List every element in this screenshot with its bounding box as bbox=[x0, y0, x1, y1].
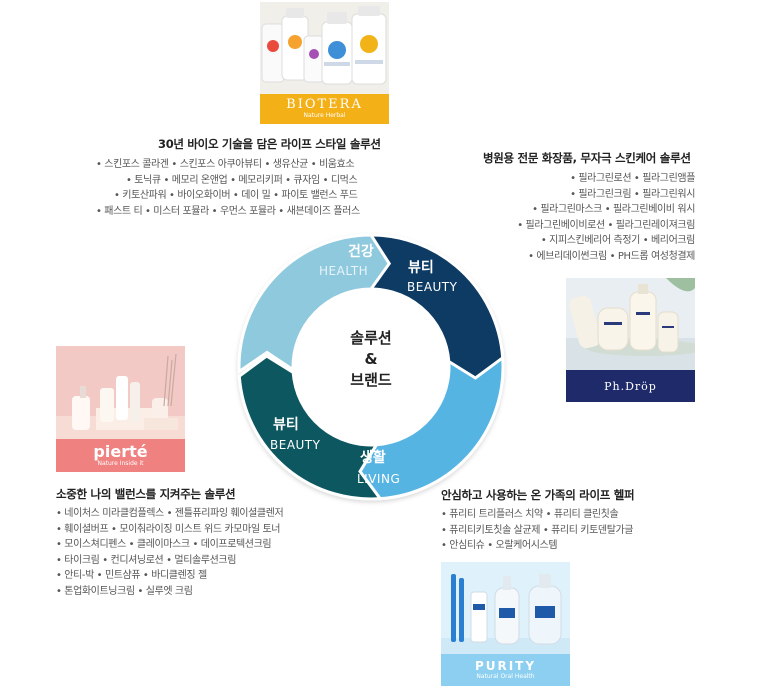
list-item: • 퓨리티키토칫솔 살균제 • 퓨리티 키토덴탈가글 bbox=[441, 524, 634, 536]
purity-heading: 안심하고 사용하는 온 가족의 라이프 헬퍼 bbox=[441, 488, 635, 502]
oral-care-products-illustration bbox=[441, 562, 570, 654]
list-item: • 필라그린베이비로션 • 필라그린레이져크림 bbox=[517, 219, 695, 231]
phdrop-heading: 병원용 전문 화장품, 무자극 스킨케어 솔루션 bbox=[483, 151, 691, 165]
pierte-brand-subtitle: Nature Inside it bbox=[97, 460, 144, 467]
biotera-brand-name: BIOTERA bbox=[286, 97, 363, 112]
list-item: • 필라그린크림 • 필라그린워시 bbox=[570, 188, 695, 200]
segment-beauty-bottom-label-en: BEAUTY bbox=[270, 438, 321, 452]
list-item: • 안티-박 • 민트샴퓨 • 바디클렌징 젤 bbox=[56, 570, 207, 581]
solution-brand-ring-diagram: 건강 HEALTH 뷰티 BEAUTY 생활 LIVING 뷰티 BEAUTY bbox=[237, 233, 505, 501]
list-item: • 퓨리티 트리플러스 치약 • 퓨리티 클린칫솔 bbox=[441, 509, 619, 520]
list-item: • 모이스쳐디펜스 • 클레이마스크 • 데이프로텍션크림 bbox=[56, 539, 272, 550]
list-item: • 훼이셜버프 • 모이춰라이징 미스트 위드 카모마일 토너 bbox=[56, 523, 281, 535]
phdrop-item-list: • 필라그린로션 • 필라그린앰플 • 필라그린크림 • 필라그린워시 • 필라… bbox=[517, 171, 695, 264]
phdrop-product-image bbox=[566, 278, 695, 370]
segment-health-label-en: HEALTH bbox=[319, 264, 368, 278]
phdrop-brand-bar: Ph.Dröp bbox=[566, 370, 695, 402]
segment-beauty-bottom-label-ko: 뷰티 bbox=[273, 417, 299, 433]
health-heading: 30년 바이오 기술을 담은 라이프 스타일 솔루션 bbox=[158, 137, 381, 151]
list-item: • 키토산파워 • 바이오화이버 • 데이 밀 • 파이토 밸런스 푸드 bbox=[114, 190, 358, 201]
pierte-product-image bbox=[56, 346, 185, 439]
center-title-line3: 브랜드 bbox=[350, 371, 392, 389]
segment-beauty-top-label-en: BEAUTY bbox=[407, 280, 458, 294]
ring-center-disc bbox=[293, 289, 449, 445]
supplement-bottles-illustration bbox=[260, 2, 389, 94]
pierte-brand-name: pierté bbox=[93, 442, 148, 461]
list-item: • 토닉큐 • 메모리 온앤업 • 메모리키퍼 • 큐자임 • 디먹스 bbox=[126, 174, 358, 186]
center-title-line1: 솔루션 bbox=[350, 329, 392, 347]
purity-brand-name: PURITY bbox=[474, 659, 537, 673]
list-item: • 지피스킨베리어 측정기 • 베리어크림 bbox=[540, 235, 696, 246]
skincare-products-illustration bbox=[56, 346, 185, 439]
biotera-brand-bar: BIOTERA Nature Herbal bbox=[260, 94, 389, 124]
health-item-list: • 스킨포스 콜라겐 • 스킨포스 아쿠아뷰티 • 생유산균 • 비움효소 • … bbox=[96, 157, 360, 219]
list-item: • 톤업화이트닝크림 • 실루엣 크림 bbox=[56, 585, 193, 597]
segment-living-label-ko: 생활 bbox=[360, 449, 386, 466]
purity-item-list: • 퓨리티 트리플러스 치약 • 퓨리티 클린칫솔 • 퓨리티키토칫솔 살균제 … bbox=[441, 507, 633, 554]
list-item: • 스킨포스 콜라겐 • 스킨포스 아쿠아뷰티 • 생유산균 • 비움효소 bbox=[96, 159, 355, 170]
purity-brand-bar: PURITY Natural Oral Health bbox=[441, 654, 570, 686]
list-item: • 에브리데이썬크림 • PH드롭 여성청결제 bbox=[528, 250, 695, 262]
phdrop-brand-name: Ph.Dröp bbox=[604, 379, 657, 393]
cosmetic-bottles-illustration bbox=[566, 278, 695, 370]
list-item: • 필라그린마스크 • 필라그린베이비 워시 bbox=[532, 204, 695, 215]
pierte-brand-bar: pierté Nature Inside it bbox=[56, 439, 185, 472]
list-item: • 네이처스 미라클컴플렉스 • 젠틀퓨리파잉 훼이셜클렌저 bbox=[56, 508, 284, 519]
biotera-product-image bbox=[260, 2, 389, 94]
list-item: • 안심티슈 • 오랄케어시스템 bbox=[441, 540, 558, 551]
pierte-item-list: • 네이처스 미라클컴플렉스 • 젠틀퓨리파잉 훼이셜클렌저 • 훼이셜버프 •… bbox=[56, 506, 284, 599]
center-title-line2: & bbox=[364, 350, 378, 368]
list-item: • 타이크림 • 컨디셔닝로션 • 멀티솔루션크림 bbox=[56, 554, 236, 566]
segment-health-label-ko: 건강 bbox=[348, 243, 374, 260]
list-item: • 패스트 티 • 미스터 포뮬라 • 우먼스 포뮬라 • 새븐데이즈 플러스 bbox=[96, 205, 360, 217]
center-title: 솔루션 & 브랜드 bbox=[321, 328, 421, 391]
purity-brand-subtitle: Natural Oral Health bbox=[476, 673, 535, 680]
segment-living-label-en: LIVING bbox=[357, 472, 400, 486]
purity-product-image bbox=[441, 562, 570, 654]
list-item: • 필라그린로션 • 필라그린앰플 bbox=[570, 173, 695, 184]
pierte-heading: 소중한 나의 밸런스를 지켜주는 솔루션 bbox=[56, 487, 236, 501]
biotera-brand-subtitle: Nature Herbal bbox=[303, 112, 346, 119]
segment-beauty-top-label-ko: 뷰티 bbox=[408, 260, 434, 276]
